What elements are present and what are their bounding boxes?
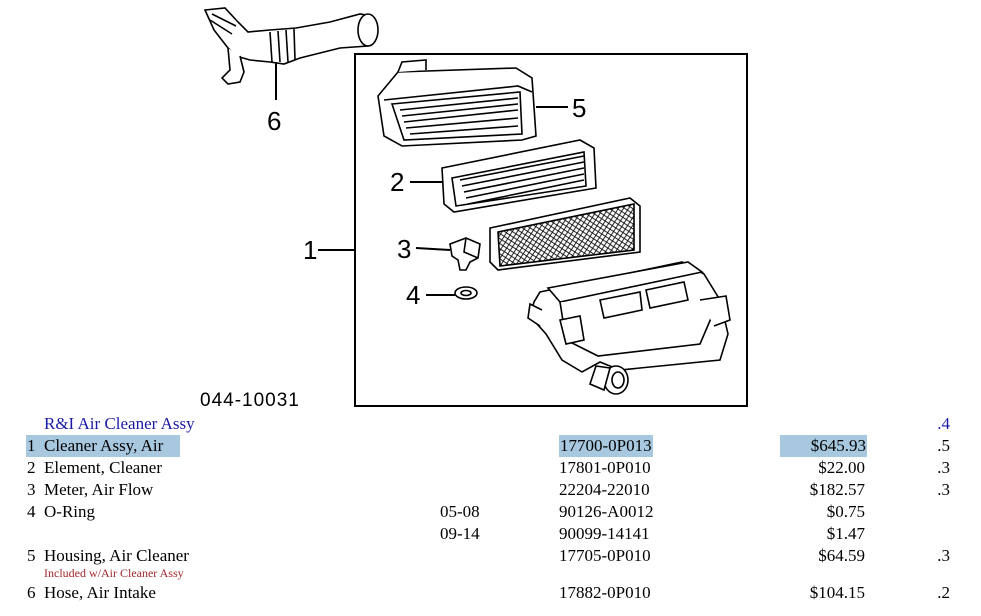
row-price: $22.00 xyxy=(818,458,865,477)
callout-1: 1 xyxy=(303,235,317,265)
table-row[interactable]: 09-14 90099-14141 $1.47 xyxy=(0,523,981,545)
callout-3: 3 xyxy=(397,234,411,264)
row-labor: .3 xyxy=(937,458,950,477)
row-years: 05-08 xyxy=(440,502,480,521)
upper-housing-illustration xyxy=(377,59,537,147)
row-part-number: 90126-A0012 xyxy=(559,502,654,521)
o-ring-illustration xyxy=(454,286,478,300)
row-labor: .3 xyxy=(937,480,950,499)
screen-illustration xyxy=(489,197,641,271)
table-row[interactable]: 5 Housing, Air Cleaner 17705-0P010 $64.5… xyxy=(0,545,981,567)
row-desc: Housing, Air Cleaner xyxy=(44,546,189,565)
row-labor: .2 xyxy=(937,583,950,602)
row-part-number: 17700-0P013 xyxy=(559,435,653,457)
row-labor: .3 xyxy=(937,546,950,565)
parts-diagram: 6 5 2 1 3 4 044-10031 xyxy=(200,7,748,410)
row-part-number: 22204-22010 xyxy=(559,480,650,499)
row-num: 3 xyxy=(27,480,36,499)
filter-element-illustration xyxy=(441,139,597,213)
row-num: 1 xyxy=(27,436,36,455)
row-desc: Element, Cleaner xyxy=(44,458,163,477)
table-row[interactable]: 3 Meter, Air Flow 22204-22010 $182.57 .3 xyxy=(0,479,981,501)
row-part-number: 17882-0P010 xyxy=(559,583,651,602)
row-desc: Meter, Air Flow xyxy=(44,480,154,499)
callout-3-leader xyxy=(415,247,451,251)
row-num: 5 xyxy=(27,546,36,565)
row-price: $104.15 xyxy=(809,583,865,602)
row-num: 4 xyxy=(27,502,36,521)
row-desc: O-Ring xyxy=(44,502,95,521)
table-row[interactable]: 1 Cleaner Assy, Air 17700-0P013 $645.93 … xyxy=(0,435,981,457)
row-price: $645.93 xyxy=(780,435,867,457)
row-num: 2 xyxy=(27,458,36,477)
air-flow-meter-illustration xyxy=(449,237,481,271)
row-price: $1.47 xyxy=(826,524,865,543)
row-part-number: 17705-0P010 xyxy=(559,546,651,565)
row-labor: .5 xyxy=(937,436,950,455)
row-price: $64.59 xyxy=(818,546,865,565)
callout-6: 6 xyxy=(267,106,281,136)
callout-4: 4 xyxy=(406,280,420,310)
row-desc: Cleaner Assy, Air xyxy=(44,436,164,455)
row-part-number: 17801-0P010 xyxy=(559,458,651,477)
section-labor: .4 xyxy=(937,414,950,433)
table-row[interactable]: 6 Hose, Air Intake 17882-0P010 $104.15 .… xyxy=(0,582,981,604)
row-part-number: 90099-14141 xyxy=(559,524,650,543)
row-desc: Hose, Air Intake xyxy=(44,583,156,602)
section-header-row: R&I Air Cleaner Assy .4 xyxy=(0,413,981,435)
row-years: 09-14 xyxy=(440,524,480,543)
lower-housing-illustration xyxy=(527,261,731,395)
row-highlight xyxy=(26,435,180,457)
row-price: $0.75 xyxy=(826,502,865,521)
intake-hose-illustration xyxy=(203,7,379,85)
row-num: 6 xyxy=(27,583,36,602)
table-row[interactable]: 4 O-Ring 05-08 90126-A0012 $0.75 xyxy=(0,501,981,523)
assembly-frame xyxy=(354,53,748,407)
housing-note: Included w/Air Cleaner Assy xyxy=(44,566,184,580)
row-price: $182.57 xyxy=(809,480,865,499)
callout-5: 5 xyxy=(572,93,586,123)
callout-2: 2 xyxy=(390,167,404,197)
figure-code: 044-10031 xyxy=(200,390,300,410)
table-row[interactable]: 2 Element, Cleaner 17801-0P010 $22.00 .3 xyxy=(0,457,981,479)
section-title[interactable]: R&I Air Cleaner Assy xyxy=(44,414,195,433)
